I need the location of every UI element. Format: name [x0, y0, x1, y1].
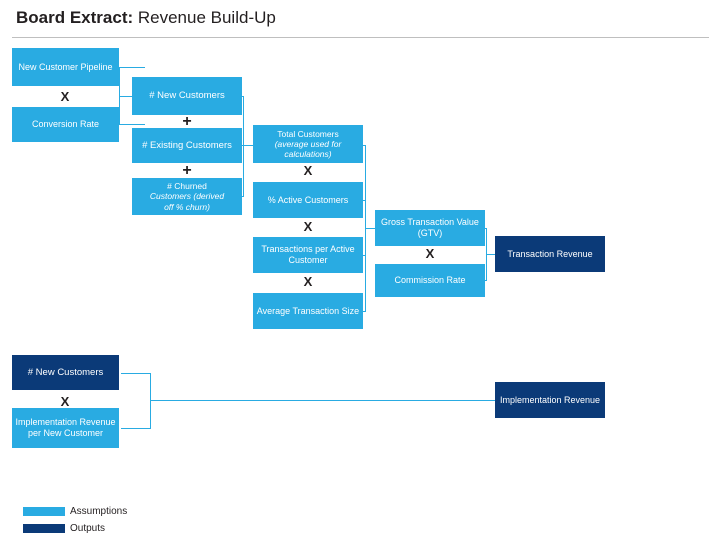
box-num-new-customers[interactable]: # New Customers: [132, 77, 242, 115]
box-pct-active-customers[interactable]: % Active Customers: [253, 182, 363, 218]
operator-pipeline-conversion: X: [60, 89, 70, 104]
box-num-new-customers-2[interactable]: # New Customers: [12, 355, 119, 390]
box-label: Implementation Revenue per New Customer: [15, 417, 116, 438]
box-gross-transaction-value[interactable]: Gross Transaction Value (GTV): [375, 210, 485, 246]
operator-total-active: X: [303, 163, 313, 178]
legend-swatch-assumptions: [23, 507, 65, 516]
box-label: Transactions per Active Customer: [261, 244, 355, 265]
connector-line: [150, 400, 500, 401]
operator-gtv-commission: X: [425, 246, 435, 261]
box-total-customers[interactable]: Total Customers (average used for calcul…: [253, 125, 363, 163]
box-transactions-per-active-customer[interactable]: Transactions per Active Customer: [253, 237, 363, 273]
box-label-line3: calculations): [284, 149, 332, 159]
box-new-customer-pipeline[interactable]: New Customer Pipeline: [12, 48, 119, 86]
box-label: Average Transaction Size: [256, 305, 360, 316]
legend-swatch-outputs: [23, 524, 65, 533]
box-label-line1: # Churned: [167, 181, 207, 192]
page-title-bold: Board Extract:: [16, 8, 134, 27]
operator-new-existing: +: [182, 113, 192, 130]
box-num-churned-customers[interactable]: # Churned Customers (derived off % churn…: [132, 178, 242, 215]
box-average-transaction-size[interactable]: Average Transaction Size: [253, 293, 363, 329]
title-divider: [12, 37, 709, 38]
box-label: Conversion Rate: [31, 119, 100, 130]
legend-label-outputs: Outputs: [70, 523, 106, 534]
box-conversion-rate[interactable]: Conversion Rate: [12, 107, 119, 142]
page-title-regular: Revenue Build-Up: [133, 8, 276, 27]
box-label: Total Customers (average used for calcul…: [256, 129, 360, 159]
operator-existing-churned: +: [182, 162, 192, 179]
connector-line: [121, 373, 151, 374]
connector-line: [121, 428, 151, 429]
box-label: Gross Transaction Value (GTV): [381, 217, 479, 238]
box-label: # New Customers: [149, 90, 225, 102]
connector-line: [119, 67, 145, 68]
box-label-line3: off % churn): [164, 201, 210, 212]
box-label: # Churned Customers (derived off % churn…: [135, 181, 239, 211]
operator-active-transactions: X: [303, 219, 313, 234]
box-label-line1: Total Customers: [277, 128, 339, 139]
box-implementation-revenue[interactable]: Implementation Revenue: [495, 382, 605, 418]
box-label: New Customer Pipeline: [18, 61, 113, 72]
box-label: Implementation Revenue: [499, 394, 601, 405]
box-num-existing-customers[interactable]: # Existing Customers: [132, 128, 242, 163]
operator-newcust-implrev: X: [60, 394, 70, 409]
connector-line: [486, 254, 500, 255]
box-label: # Existing Customers: [142, 139, 232, 151]
box-transaction-revenue[interactable]: Transaction Revenue: [495, 236, 605, 272]
box-label: Commission Rate: [394, 275, 466, 286]
box-label-line2: (average used for: [274, 138, 342, 149]
connector-line: [119, 124, 145, 125]
connector-line: [243, 96, 244, 196]
box-commission-rate[interactable]: Commission Rate: [375, 264, 485, 297]
box-implementation-revenue-per-new-customer[interactable]: Implementation Revenue per New Customer: [12, 408, 119, 448]
page-title: Board Extract: Revenue Build-Up: [16, 8, 276, 28]
box-label-line2: Customers (derived: [149, 191, 225, 202]
operator-transactions-size: X: [303, 274, 313, 289]
box-label: Transaction Revenue: [507, 248, 593, 259]
box-label: # New Customers: [27, 366, 104, 378]
legend-label-assumptions: Assumptions: [70, 506, 128, 517]
box-label: % Active Customers: [267, 194, 349, 205]
connector-line: [365, 255, 366, 311]
